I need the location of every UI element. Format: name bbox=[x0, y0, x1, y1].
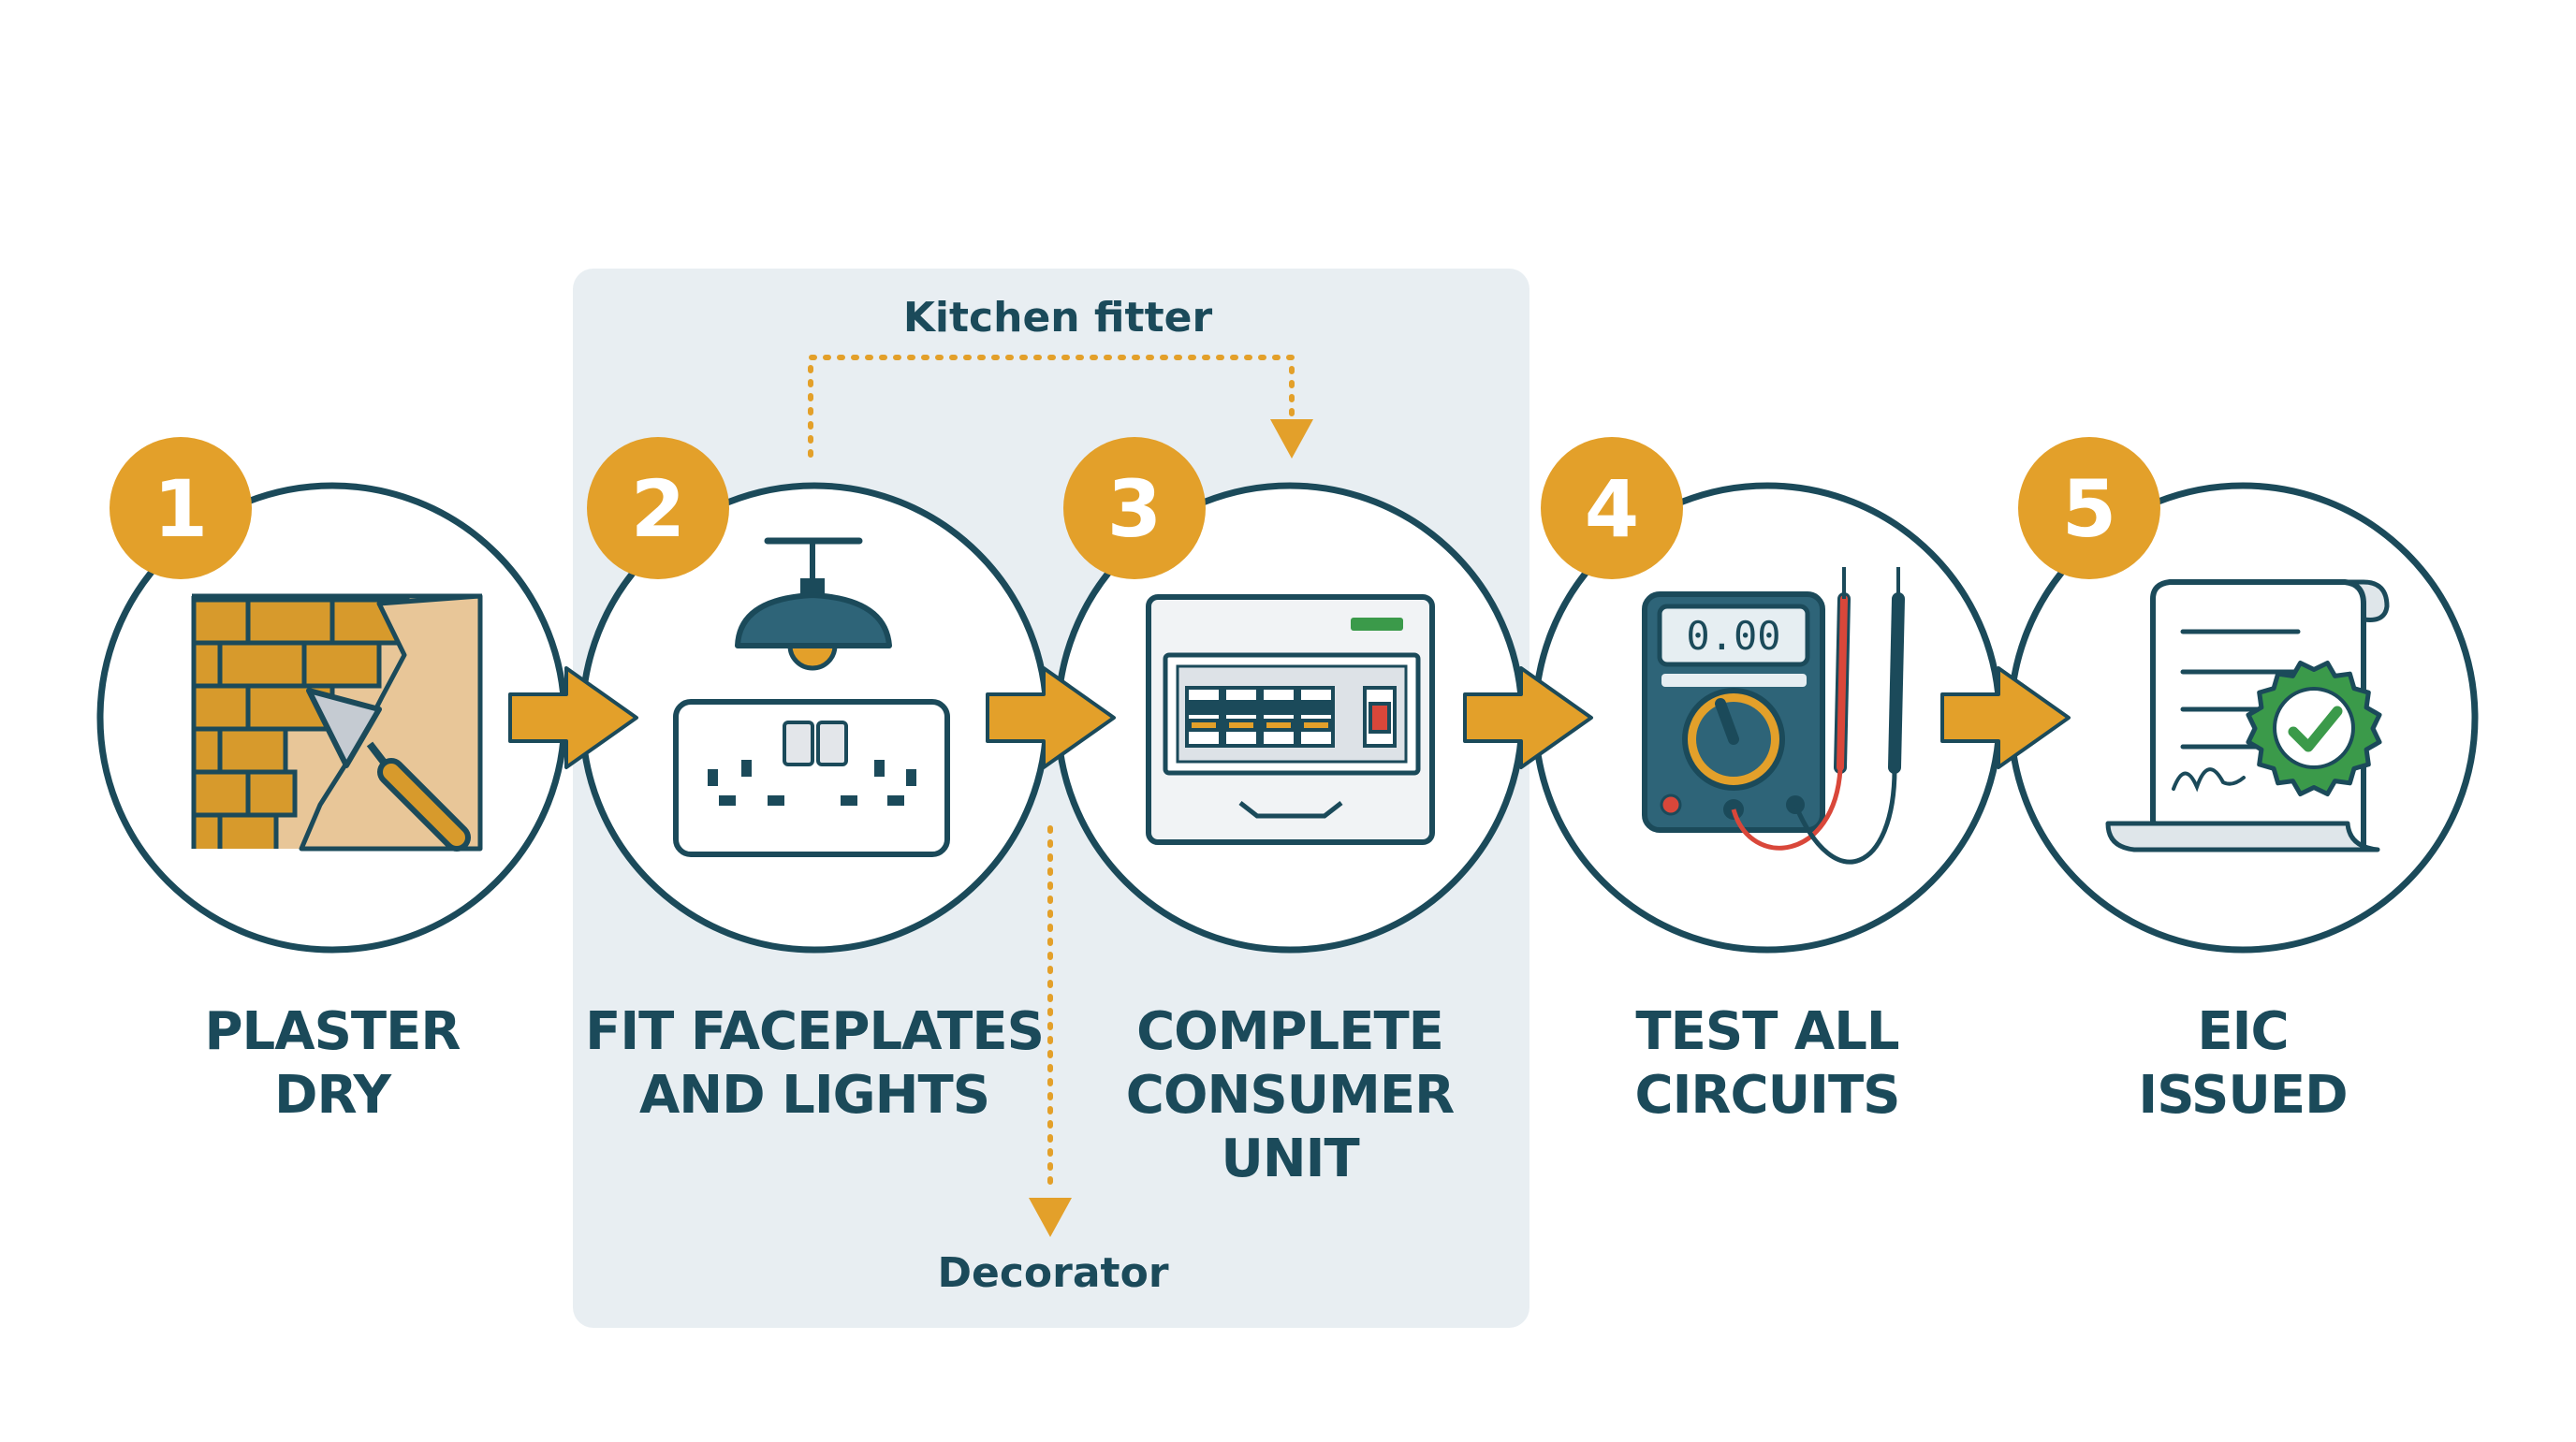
decorator-label: Decorator bbox=[937, 1249, 1169, 1297]
arrow-4-5 bbox=[1940, 666, 2071, 769]
kitchen-fitter-label: Kitchen fitter bbox=[902, 294, 1213, 342]
step-4-label-line: CIRCUITS bbox=[1634, 1065, 1901, 1126]
step-5-label-line: EIC bbox=[2197, 1001, 2289, 1062]
step-1-label-line: DRY bbox=[273, 1065, 391, 1126]
step-3-label-line: COMPLETE bbox=[1136, 1001, 1444, 1062]
kitchen-fitter-connector bbox=[808, 355, 1313, 459]
decorator-arrowhead bbox=[1029, 1198, 1072, 1237]
step-1-label-line: PLASTER bbox=[204, 1001, 461, 1062]
step-1-badge: 1 bbox=[110, 437, 252, 579]
consumer-unit-icon bbox=[1146, 594, 1435, 845]
step-5-badge: 5 bbox=[2018, 437, 2160, 579]
svg-text:3: 3 bbox=[1107, 463, 1162, 555]
svg-text:1: 1 bbox=[154, 463, 208, 555]
certificate-icon bbox=[2105, 579, 2390, 852]
step-4-label-line: TEST ALL bbox=[1635, 1001, 1899, 1062]
step-2-label-line: FIT FACEPLATES bbox=[585, 1001, 1045, 1062]
step-3-label: COMPLETE CONSUMER UNIT bbox=[1028, 1000, 1552, 1191]
decorator-connector bbox=[1029, 825, 1072, 1237]
multimeter-display: 0.00 bbox=[1686, 613, 1780, 659]
svg-text:5: 5 bbox=[2062, 463, 2116, 555]
socket-and-pendant-light-icon bbox=[673, 537, 950, 857]
step-4-label: TEST ALL CIRCUITS bbox=[1505, 1000, 2029, 1128]
svg-text:2: 2 bbox=[631, 463, 685, 555]
step-5-label: EIC ISSUED bbox=[1981, 1000, 2505, 1128]
step-2-label-line: AND LIGHTS bbox=[638, 1065, 990, 1126]
step-3-label-line: UNIT bbox=[1221, 1129, 1359, 1189]
brick-wall-trowel-icon bbox=[191, 593, 483, 852]
step-3-label-line: CONSUMER bbox=[1125, 1065, 1455, 1126]
step-badges: 1 2 3 4 5 bbox=[110, 437, 2160, 579]
step-3-badge: 3 bbox=[1063, 437, 1206, 579]
arrow-2-3 bbox=[986, 666, 1116, 769]
step-2-label: FIT FACEPLATES AND LIGHTS bbox=[552, 1000, 1076, 1128]
step-5-label-line: ISSUED bbox=[2138, 1065, 2348, 1126]
arrow-3-4 bbox=[1463, 666, 1593, 769]
arrow-1-2 bbox=[508, 666, 638, 769]
step-1-label: PLASTER DRY bbox=[70, 1000, 594, 1128]
step-2-badge: 2 bbox=[587, 437, 729, 579]
svg-text:4: 4 bbox=[1585, 463, 1639, 555]
multimeter-icon: 0.00 bbox=[1642, 567, 1905, 865]
flow-arrows bbox=[508, 666, 2071, 769]
kitchen-fitter-arrowhead bbox=[1270, 419, 1313, 459]
step-4-badge: 4 bbox=[1541, 437, 1683, 579]
